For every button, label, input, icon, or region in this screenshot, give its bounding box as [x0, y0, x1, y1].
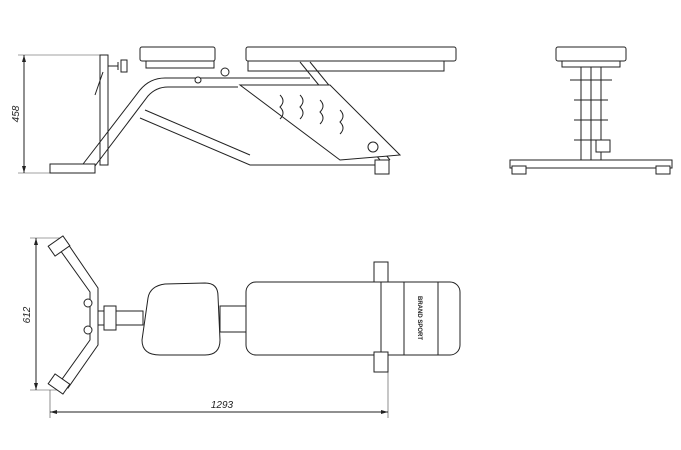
height-dimension-label: 458 [11, 105, 22, 122]
length-dimension: 1293 [49, 370, 389, 418]
rear-base-y [59, 243, 99, 389]
seat-plate [145, 60, 215, 69]
seat-pad-side [139, 46, 216, 62]
adjustment-knob [108, 59, 128, 73]
rear-post [99, 54, 109, 166]
front-foot-top-left [373, 261, 389, 283]
width-dimension: 612 [22, 237, 60, 391]
back-pad-side [245, 46, 457, 62]
main-frame-top [79, 77, 310, 169]
top-view: 612 1293 BRAND SPORT [22, 235, 461, 418]
seat-pad-top [141, 282, 221, 356]
pad-front [555, 46, 627, 62]
height-dimension: 458 [11, 54, 100, 174]
side-view: 458 [11, 46, 457, 175]
front-foot-top-right [373, 351, 389, 373]
front-foot [374, 159, 390, 175]
front-view [509, 46, 673, 175]
rear-foot [49, 163, 96, 174]
brand-logo: BRAND SPORT [416, 296, 422, 340]
length-dimension-label: 1293 [211, 400, 234, 411]
front-base [509, 159, 673, 169]
back-plate [247, 60, 445, 72]
width-dimension-label: 612 [22, 306, 33, 323]
incline-bracket [238, 84, 402, 161]
back-pad-top [245, 281, 461, 356]
